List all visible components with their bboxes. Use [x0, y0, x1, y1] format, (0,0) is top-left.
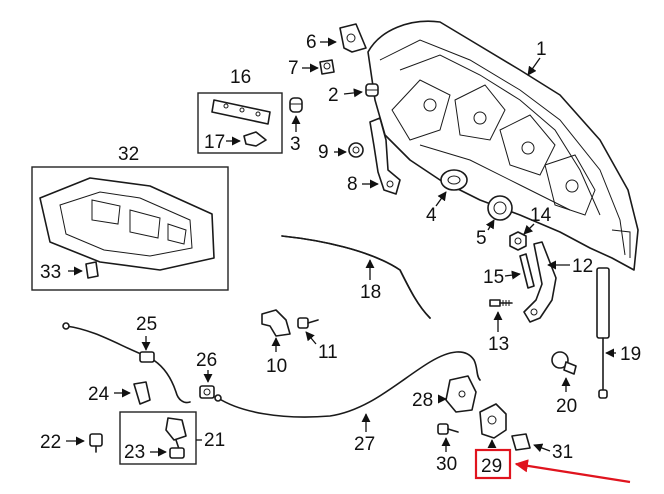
callout-21: 21 [204, 430, 225, 451]
callout-11: 11 [318, 342, 338, 363]
callout-22: 22 [40, 432, 61, 453]
bracket-10[interactable] [261, 309, 291, 337]
callout-25: 25 [136, 314, 157, 335]
grommet-4[interactable] [440, 169, 468, 191]
bracket-16[interactable] [211, 99, 271, 125]
switch-31[interactable] [511, 433, 531, 451]
callout-19: 19 [620, 344, 641, 365]
callout-28: 28 [412, 390, 433, 411]
callout-27: 27 [354, 434, 375, 455]
callout-4: 4 [426, 205, 437, 226]
callout-5: 5 [476, 228, 487, 249]
hood-seal-18[interactable] [281, 235, 431, 319]
leader-31 [533, 443, 551, 453]
box-21-23 [119, 411, 197, 465]
callout-32: 32 [118, 144, 139, 165]
callout-20: 20 [556, 396, 577, 417]
highlight-box-29 [474, 448, 512, 480]
callout-8: 8 [347, 174, 358, 195]
callout-9: 9 [318, 142, 329, 163]
callout-18: 18 [360, 282, 381, 303]
callout-2: 2 [328, 85, 339, 106]
plug-5[interactable] [487, 195, 513, 221]
callout-26: 26 [196, 350, 217, 371]
leader-2 [343, 88, 363, 98]
clip-9[interactable] [348, 142, 364, 158]
callout-16: 16 [230, 67, 251, 88]
gas-strut-19[interactable] [596, 267, 610, 399]
callout-33: 33 [40, 262, 61, 283]
ball-stud-20[interactable] [551, 351, 577, 375]
bumper-3[interactable] [289, 97, 303, 113]
callout-30: 30 [436, 454, 457, 475]
latch-bracket-28[interactable] [445, 375, 477, 413]
handle-part-23[interactable] [169, 447, 185, 459]
callout-1: 1 [536, 39, 547, 60]
callout-10: 10 [266, 356, 287, 377]
box-32-33 [31, 166, 229, 291]
callout-24: 24 [88, 384, 110, 405]
bolt-13[interactable] [489, 299, 513, 307]
cable-bracket-24[interactable] [133, 381, 151, 405]
cable-clip-26[interactable] [199, 385, 215, 399]
push-pin-7[interactable] [319, 59, 335, 75]
seal-strip-15[interactable] [519, 253, 535, 289]
hinge-bracket-8[interactable] [369, 117, 401, 195]
callout-12: 12 [572, 256, 593, 277]
hood-panel[interactable] [367, 20, 639, 271]
callout-15: 15 [483, 267, 504, 288]
callout-17: 17 [204, 132, 225, 153]
release-cable-25[interactable] [62, 322, 191, 404]
callout-7: 7 [288, 58, 299, 79]
release-cable-27[interactable] [214, 351, 481, 418]
hood-insulator-32[interactable] [39, 177, 215, 271]
screw-11[interactable] [297, 317, 319, 329]
nut-14[interactable] [509, 231, 527, 251]
bolt-30[interactable] [437, 423, 459, 435]
hood-latch-29[interactable] [479, 403, 507, 439]
leader-14 [523, 223, 535, 235]
leader-11 [305, 331, 317, 345]
callout-6: 6 [306, 32, 317, 53]
callout-23: 23 [124, 442, 145, 463]
clip-33[interactable] [85, 261, 99, 279]
leader-15 [504, 270, 521, 280]
callout-13: 13 [488, 334, 509, 355]
callout-29[interactable]: 29 [481, 456, 502, 477]
leader-5 [485, 219, 495, 231]
bumper-stop-2[interactable] [365, 83, 379, 97]
callout-3: 3 [290, 134, 301, 155]
callout-31: 31 [552, 442, 573, 463]
callout-14: 14 [530, 205, 552, 226]
leader-4 [435, 191, 447, 207]
hinge-bracket-6[interactable] [339, 23, 367, 53]
box-16-17 [197, 92, 283, 154]
clip-17[interactable] [243, 131, 267, 147]
bolt-22[interactable] [89, 433, 103, 453]
highlight-arrow [514, 459, 631, 484]
leader-1 [527, 57, 541, 76]
release-handle-21[interactable] [165, 417, 187, 453]
